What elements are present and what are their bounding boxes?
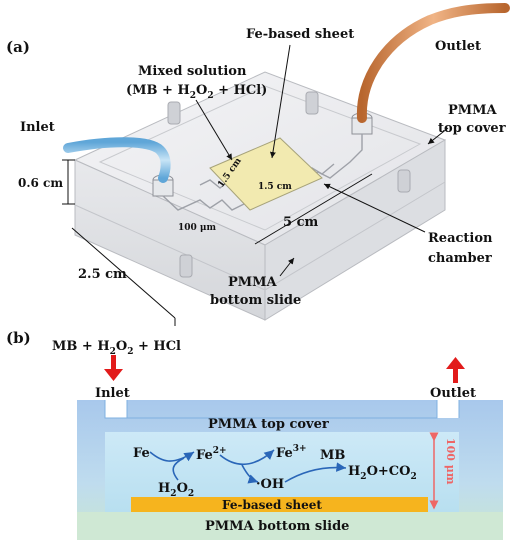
arrow-fe-to-fe2 — [149, 451, 195, 462]
svg-text:chamber: chamber — [428, 251, 492, 266]
reaction-chamber-label: Reaction chamber — [428, 231, 493, 266]
svg-text:5 cm: 5 cm — [283, 215, 318, 230]
mb-text: MB — [320, 448, 345, 463]
fe-sheet-3d — [209, 137, 323, 211]
reagents-label: MB + H2O2 + HCl — [52, 339, 181, 357]
chip-3d-model — [63, 3, 510, 321]
reaction-scheme: Fe Fe2+ Fe3+ MB H2O2 ·OH H2O+CO2 — [133, 444, 417, 499]
inlet-label-b: Inlet — [95, 386, 130, 401]
svg-text:PMMA: PMMA — [448, 103, 498, 118]
height-dimension: 0.6 cm — [18, 159, 75, 205]
svg-text:(MB + H2O2 + HCl): (MB + H2O2 + HCl) — [126, 83, 267, 101]
svg-text:Reaction: Reaction — [428, 231, 493, 246]
gap-dimension: 100 μm — [429, 432, 457, 510]
fe-sheet-label-b: Fe-based sheet — [222, 498, 322, 512]
fe-sheet-bar — [131, 497, 428, 512]
inlet-tube — [63, 137, 171, 183]
fe3-text: Fe3+ — [276, 444, 307, 461]
oh-text: ·OH — [256, 477, 284, 492]
pmma-top-cover-label-b: PMMA top cover — [208, 417, 329, 432]
outlet-tube — [356, 3, 510, 123]
svg-text:Mixed solution: Mixed solution — [138, 64, 247, 79]
product-text: H2O+CO2 — [348, 464, 417, 482]
fe-sheet-label: Fe-based sheet — [246, 27, 354, 42]
sheet-dim-b: 1.5 cm — [258, 182, 292, 192]
svg-text:2.5 cm: 2.5 cm — [78, 267, 127, 282]
fe-text: Fe — [133, 446, 150, 461]
pmma-bottom-slide-label-b: PMMA bottom slide — [205, 519, 349, 534]
arrow-h2o2 — [172, 457, 185, 481]
inlet-label: Inlet — [20, 120, 55, 135]
arrow-fe2-to-fe3 — [219, 449, 275, 466]
width-dimension: 2.5 cm — [71, 227, 176, 326]
svg-text:0.6 cm: 0.6 cm — [18, 176, 63, 190]
svg-text:bottom slide: bottom slide — [210, 293, 301, 308]
outlet-flow-arrow — [446, 357, 465, 383]
outlet-label-b: Outlet — [430, 386, 476, 401]
arrow-to-oh — [241, 464, 259, 484]
mixed-solution-label: Mixed solution (MB + H2O2 + HCl) — [126, 64, 267, 101]
panel-a-label: (a) — [6, 38, 30, 56]
pmma-top-cover-label: PMMA top cover — [438, 103, 506, 136]
h2o2-text: H2O2 — [158, 481, 194, 499]
pmma-bottom-slide-label: PMMA bottom slide — [210, 275, 301, 308]
svg-text:PMMA: PMMA — [228, 275, 278, 290]
arrow-oh-to-product — [284, 462, 347, 483]
outlet-label: Outlet — [435, 39, 481, 54]
panel-b-label: (b) — [6, 329, 31, 347]
length-dimension: 5 cm — [254, 173, 373, 245]
svg-text:top cover: top cover — [438, 121, 506, 136]
channel-dim: 100 μm — [178, 223, 217, 233]
svg-text:100 μm: 100 μm — [444, 438, 457, 485]
inlet-flow-arrow — [104, 355, 123, 381]
fe2-text: Fe2+ — [196, 446, 227, 463]
